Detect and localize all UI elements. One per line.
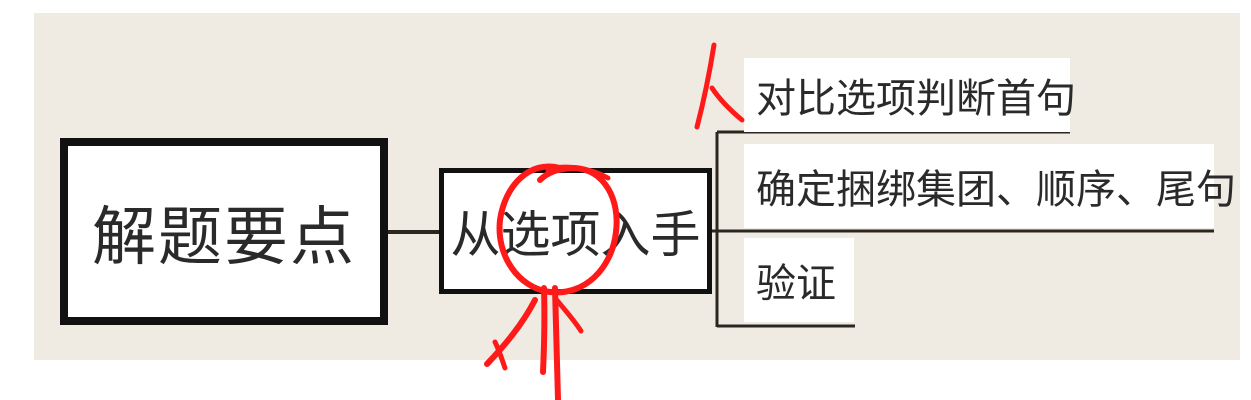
branch-node-2: 确定捆绑集团、顺序、尾句 <box>744 144 1236 228</box>
branch-node-2-label: 确定捆绑集团、顺序、尾句 <box>756 167 1236 213</box>
root-node-label: 解题要点 <box>92 200 356 275</box>
branch-node-3: 验证 <box>744 238 854 322</box>
branch-node-1-label: 对比选项判断首句 <box>756 76 1076 122</box>
middle-node-label: 从选项入手 <box>450 206 701 264</box>
branch-node-3-label: 验证 <box>756 261 836 307</box>
branch-node-1: 对比选项判断首句 <box>744 58 1076 132</box>
root-node: 解题要点 <box>60 138 388 325</box>
middle-node: 从选项入手 <box>439 168 712 294</box>
